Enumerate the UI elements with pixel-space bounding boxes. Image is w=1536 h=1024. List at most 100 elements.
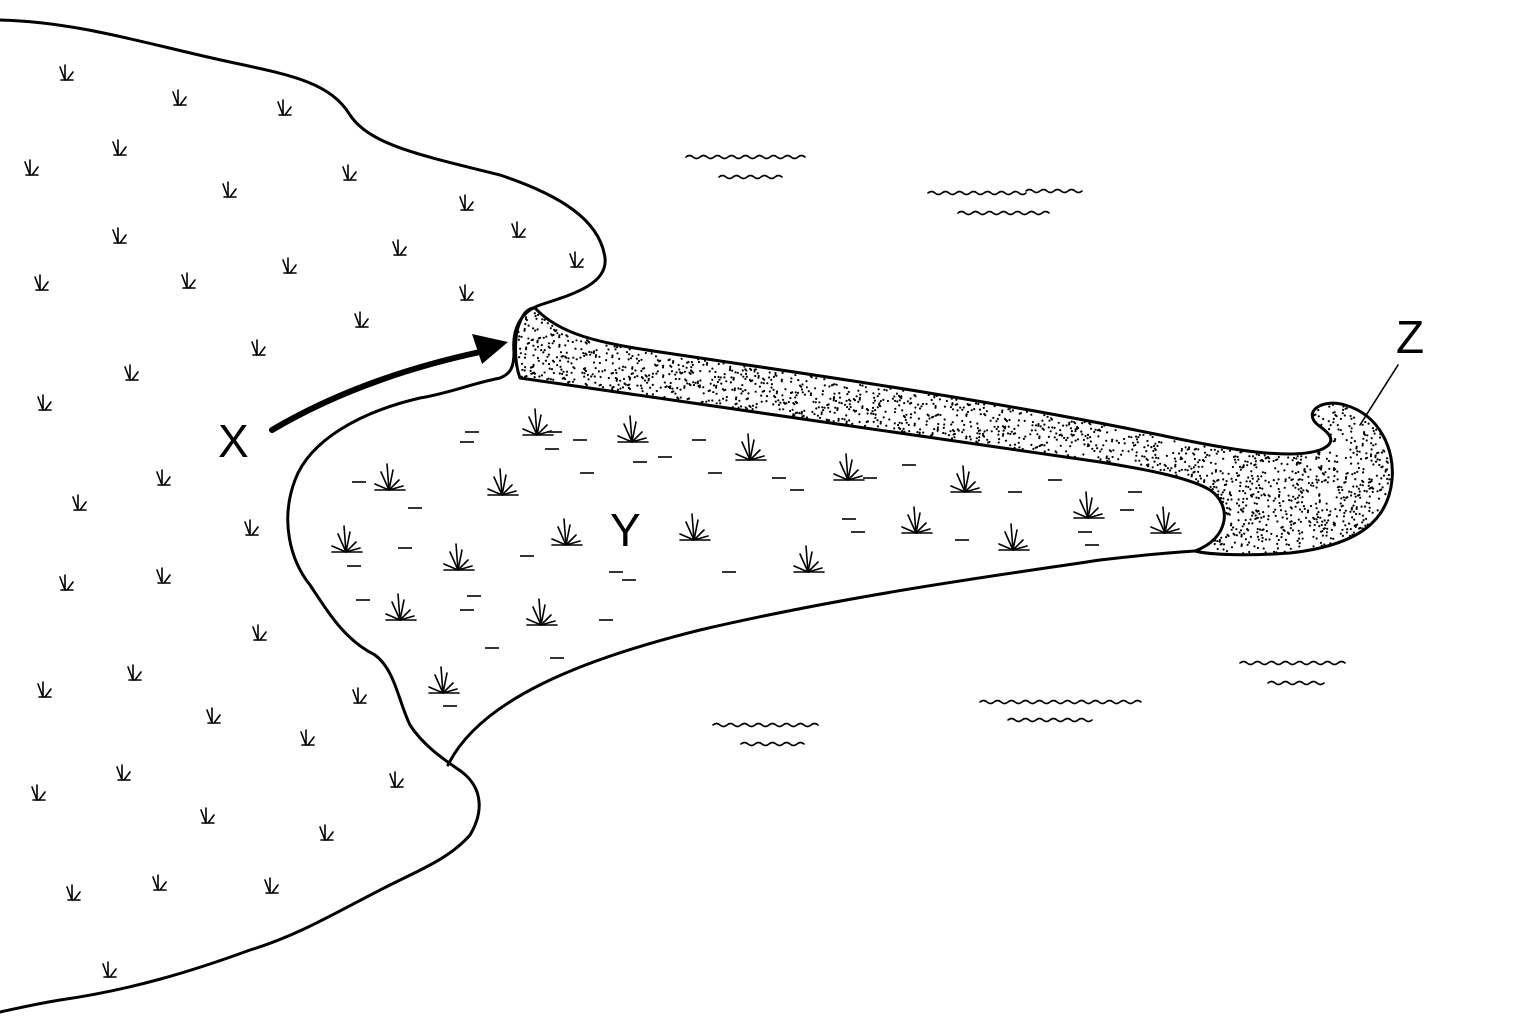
sand-dot — [705, 400, 708, 403]
sand-dot — [791, 391, 794, 394]
sand-dot — [903, 402, 906, 405]
sand-dot — [1320, 523, 1323, 527]
sand-dot — [1069, 427, 1073, 430]
sand-dot — [954, 403, 957, 406]
sand-dot — [1132, 441, 1135, 444]
sand-dot — [540, 321, 544, 324]
sand-dot — [1363, 489, 1366, 492]
sand-dot — [1349, 528, 1352, 531]
sand-dot — [745, 398, 748, 401]
sand-dot — [636, 375, 639, 378]
sand-dot — [1386, 457, 1389, 460]
sand-dot — [567, 381, 570, 384]
marsh-grass-tuft — [735, 433, 767, 461]
sand-dot — [1323, 519, 1326, 522]
sand-dot — [1053, 436, 1056, 439]
sand-dot — [855, 395, 858, 398]
sand-dot — [1249, 518, 1252, 521]
marsh-grass-tuft — [551, 518, 583, 546]
sand-dot — [1320, 544, 1323, 547]
sand-dot — [1372, 429, 1375, 432]
sand-dot — [1304, 470, 1307, 473]
sand-dot — [1070, 441, 1073, 444]
sand-dot — [978, 432, 981, 435]
sand-dot — [937, 413, 940, 416]
sand-dot — [838, 396, 842, 399]
sand-dot — [1097, 456, 1100, 459]
sand-dot — [1358, 450, 1361, 453]
sand-dot — [651, 393, 655, 396]
sand-dot — [961, 431, 964, 434]
sand-dot — [680, 372, 683, 375]
sand-dot — [731, 388, 734, 391]
sand-dot — [651, 372, 655, 375]
sand-dot — [889, 387, 892, 390]
sand-dot — [1021, 447, 1024, 451]
sand-dot — [518, 335, 521, 338]
sand-dot — [1137, 436, 1140, 439]
sand-dot — [523, 329, 526, 332]
land-grass-tuft — [24, 159, 39, 176]
sand-dot — [1328, 428, 1331, 431]
sand-dot — [711, 367, 714, 370]
sand-dot — [1221, 491, 1224, 494]
sand-dot — [1159, 462, 1162, 465]
sand-dot — [1325, 521, 1328, 524]
sand-dot — [989, 419, 992, 422]
sand-dot — [1283, 469, 1286, 472]
sand-dot — [876, 419, 879, 422]
sand-dot — [943, 418, 946, 421]
sand-dot — [1315, 537, 1318, 540]
sand-dot — [1361, 514, 1364, 517]
sand-dot — [1136, 441, 1139, 444]
sand-dot — [740, 405, 743, 408]
sand-dot — [1095, 444, 1098, 447]
sand-dot — [1342, 520, 1345, 523]
sand-dot — [1065, 424, 1068, 427]
sand-dot — [674, 392, 677, 395]
sand-dot — [1074, 439, 1077, 442]
land-grass-tuft — [200, 807, 215, 824]
sand-dot — [1380, 477, 1383, 480]
sand-dot — [1070, 430, 1073, 433]
sand-dot — [1367, 484, 1370, 487]
sand-dot — [859, 393, 862, 396]
sand-dot — [1239, 508, 1243, 511]
sand-dot — [845, 420, 848, 423]
sand-dot — [1254, 457, 1257, 460]
sand-dot — [583, 375, 586, 378]
sand-dot — [1251, 477, 1254, 480]
sand-dot — [592, 361, 596, 364]
sand-dot — [1238, 504, 1241, 507]
sand-dot — [1272, 510, 1275, 514]
sand-dot — [1083, 420, 1086, 424]
sand-dot — [1324, 523, 1327, 527]
sand-dot — [1158, 440, 1161, 444]
sand-dot — [1255, 487, 1258, 490]
sand-dot — [708, 370, 711, 373]
sand-dot — [722, 397, 725, 400]
sand-dot — [894, 407, 897, 410]
sand-dot — [1254, 517, 1257, 521]
sand-dot — [821, 389, 825, 393]
sand-dot — [1173, 457, 1176, 460]
sand-dot — [634, 369, 637, 372]
sand-dot — [1358, 493, 1361, 496]
sand-dot — [1294, 472, 1297, 475]
sand-dot — [1309, 468, 1312, 471]
sand-dot — [525, 318, 529, 322]
sand-dot — [877, 388, 880, 391]
sand-dot — [543, 349, 546, 352]
sand-dot — [949, 430, 952, 433]
sand-dot — [534, 329, 537, 332]
sand-dot — [1253, 545, 1256, 548]
sand-dot — [678, 377, 681, 381]
sand-dot — [772, 388, 775, 391]
sand-dot — [628, 383, 631, 386]
sand-dot — [688, 382, 691, 386]
sand-dot — [952, 433, 955, 436]
sand-dot — [1221, 500, 1225, 503]
sand-dot — [1236, 455, 1239, 458]
sand-dot — [663, 396, 666, 399]
sand-dot — [676, 396, 679, 399]
